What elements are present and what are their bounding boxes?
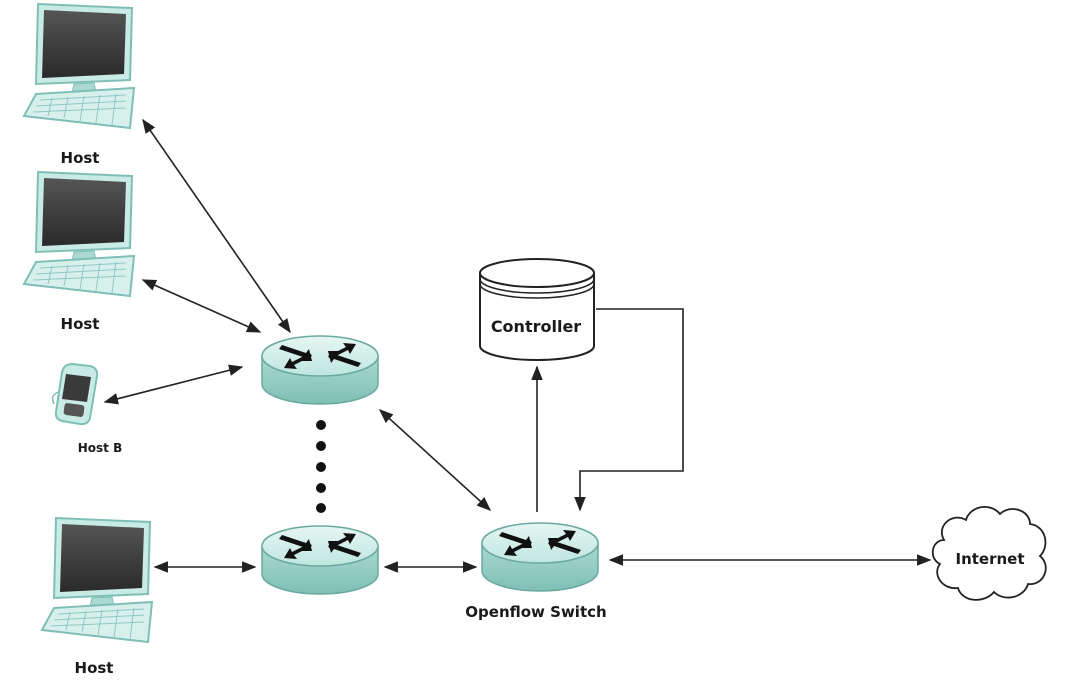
database-cylinder-icon — [479, 258, 595, 361]
internet: Internet — [931, 506, 1047, 601]
host-b-label: Host B — [78, 441, 123, 455]
openflow-switch-label: Openflow Switch — [465, 603, 606, 621]
router-top-icon — [261, 335, 379, 405]
ellipsis-dots — [316, 420, 326, 513]
desktop-computer-icon — [23, 3, 135, 129]
cloud-icon — [931, 506, 1047, 601]
openflow-switch: Openflow Switch — [465, 522, 607, 621]
router-icon — [481, 522, 599, 592]
mobile-phone-icon — [51, 362, 99, 426]
host-bottom: Host — [41, 517, 153, 677]
connections — [103, 118, 932, 573]
link-router-top-switch — [378, 409, 492, 511]
link-host-b-router — [103, 364, 244, 405]
controller-label: Controller — [491, 317, 581, 336]
internet-label: Internet — [955, 550, 1024, 568]
link-host-middle-router — [141, 279, 262, 333]
host-b: Host B — [51, 362, 123, 455]
link-controller-to-switch — [574, 308, 684, 512]
desktop-computer-icon — [41, 517, 153, 643]
link-host-top-router — [142, 118, 291, 334]
host-bottom-label: Host — [75, 659, 114, 677]
host-middle-label: Host — [61, 315, 100, 333]
controller: Controller — [479, 258, 595, 361]
desktop-computer-icon — [23, 171, 135, 297]
host-top-label: Host — [61, 149, 100, 167]
host-middle: Host — [23, 171, 135, 333]
host-top: Host — [23, 3, 135, 167]
router-bottom-icon — [261, 525, 379, 595]
